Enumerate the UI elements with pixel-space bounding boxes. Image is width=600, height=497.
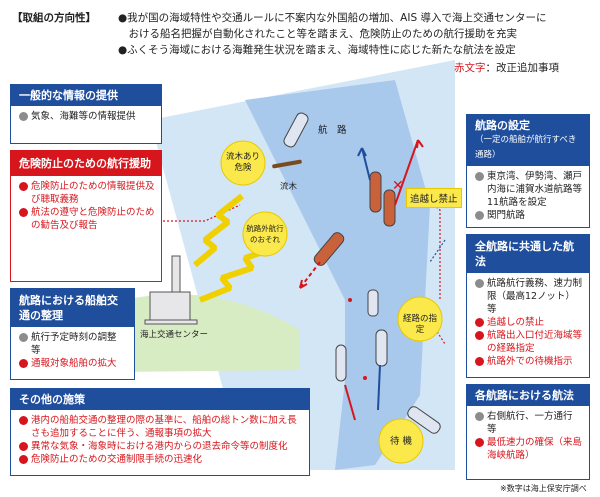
box-traffic-control: 航路における船舶交通の整理 航行予定時刻の調整 等 通報対象船舶の拡大 xyxy=(10,288,135,380)
list-item: 航路出入口付近海域等の経路指定 xyxy=(475,329,583,355)
list-item: 航路外での待機指示 xyxy=(475,355,583,368)
driftwood-label: 流木 xyxy=(280,182,298,192)
box-each-route-rules: 各航路における航法 右側航行、一方通行 等 最低速力の確保（来島海峡航路） xyxy=(466,384,590,480)
box-general-info: 一般的な情報の提供 気象、海難等の情報提供 xyxy=(10,84,162,144)
list-item: 航路航行義務、速力制限（最高12ノット）等 xyxy=(475,277,583,316)
list-item: 航行予定時刻の調整 等 xyxy=(19,331,128,357)
center-building xyxy=(144,255,198,325)
list-item: 通報対象船舶の拡大 xyxy=(19,357,128,370)
ships xyxy=(283,112,441,434)
box-common-rules: 全航路に共通した航法 航路航行義務、速力制限（最高12ノット）等 追越しの禁止 … xyxy=(466,234,590,378)
list-item: 東京湾、伊勢湾、瀬戸内海に浦賀水道航路等11航路を設定 xyxy=(475,170,583,209)
channel-area xyxy=(245,80,430,470)
box-title: 一般的な情報の提供 xyxy=(11,85,161,106)
footnote: ※数字は海上保安庁調べ xyxy=(500,484,587,493)
legend-red: 赤文字 xyxy=(454,62,486,74)
box-route-setting: 航路の設定 （一定の船舶が航行すべき通路） 東京湾、伊勢湾、瀬戸内海に浦賀水道航路… xyxy=(466,114,590,228)
radio-wave-1 xyxy=(193,193,244,268)
list-item: 港内の船舶交通の整理の際の基準に、船舶の総トン数に加え長さも追加することに伴う、… xyxy=(19,414,303,440)
svg-text:✕: ✕ xyxy=(392,178,404,194)
channel-label: 航 路 xyxy=(318,125,347,136)
list-item: 右側航行、一方通行 等 xyxy=(475,410,583,436)
box-navigation-assist: 危険防止のための航行援助 危険防止のための情報提供及び聴取義務 航法の遵守と危険… xyxy=(10,150,162,282)
header-line-3: ●ふくそう海域における海難発生状況を踏まえ、海域特性に応じた新たな航法を設定 xyxy=(118,44,516,56)
overtake-label: 追越し禁止 xyxy=(406,188,462,208)
radio-wave-2 xyxy=(198,245,276,303)
header-line-2: おける船名把握が自動化されたこと等を踏まえ、危険防止のための航行援助を充実 xyxy=(118,28,517,40)
box-title: その他の施策 xyxy=(11,389,309,410)
box-title-text: 航路の設定 xyxy=(475,119,530,132)
legend: 赤文字：改正追加事項 xyxy=(454,60,559,76)
burst-route-spec: 経路の指定 xyxy=(402,314,437,335)
box-title: 危険防止のための航行援助 xyxy=(11,151,161,176)
list-item: 気象、海難等の情報提供 xyxy=(19,110,155,123)
box-title: 航路の設定 （一定の船舶が航行すべき通路） xyxy=(467,115,589,166)
list-item: 関門航路 xyxy=(475,209,583,222)
box-other-measures: その他の施策 港内の船舶交通の整理の際の基準に、船舶の総トン数に加え長さも追加す… xyxy=(10,388,310,476)
list-item: 追越しの禁止 xyxy=(475,316,583,329)
burst-driftwood: 流木あり危険 xyxy=(225,152,260,173)
burst-standby: 待 機 xyxy=(389,436,413,447)
header-line-1: ●我が国の海域特性や交通ルールに不案内な外国船の増加、AIS 導入で海上交通セン… xyxy=(118,12,547,24)
list-item: 危険防止のための交通制限手続の迅速化 xyxy=(19,453,303,466)
box-title: 各航路における航法 xyxy=(467,385,589,406)
center-label: 海上交通センター xyxy=(140,330,209,340)
course-arrows xyxy=(299,139,424,421)
box-title: 航路における船舶交通の整理 xyxy=(11,289,134,327)
list-item: 航法の遵守と危険防止のための勧告及び報告 xyxy=(19,206,155,232)
box-title: 全航路に共通した航法 xyxy=(467,235,589,273)
list-item: 異常な気象・海象時における港内からの退去命令等の制度化 xyxy=(19,440,303,453)
list-item: 危険防止のための情報提供及び聴取義務 xyxy=(19,180,155,206)
box-subtitle: （一定の船舶が航行すべき通路） xyxy=(475,135,577,160)
burst-offroute: 航路外航行のおそれ xyxy=(246,224,284,244)
list-item: 最低速力の確保（来島海峡航路） xyxy=(475,436,583,462)
legend-rest: ：改正追加事項 xyxy=(485,62,560,74)
header-label: 【取組の方向性】 xyxy=(12,12,96,24)
bursts xyxy=(220,140,443,464)
